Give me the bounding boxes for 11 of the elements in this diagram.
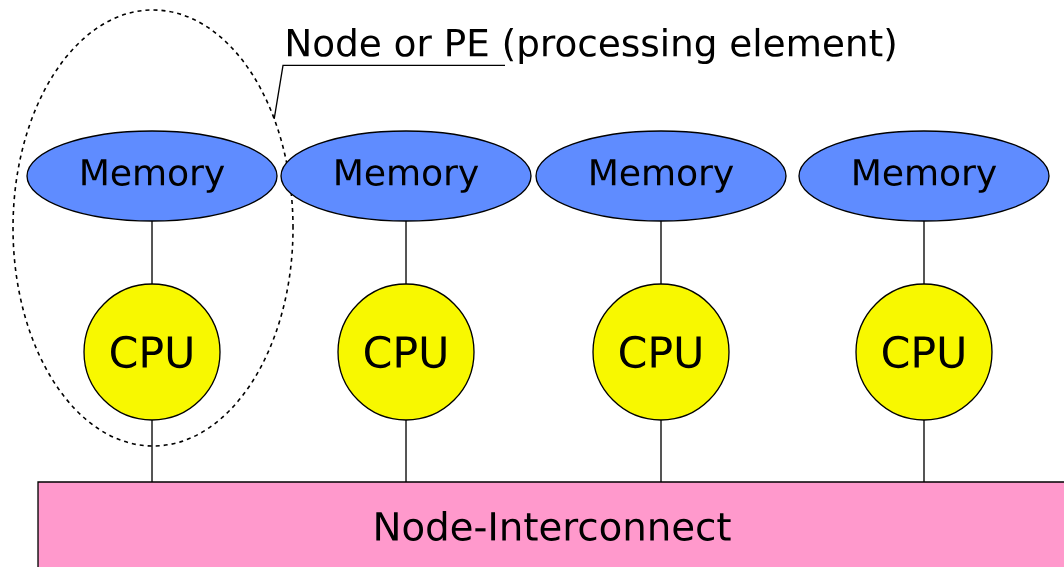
connector-line [660,220,662,285]
connector-line [923,220,925,285]
connector-line [405,419,407,483]
label-text: Node or PE (processing element) [288,27,895,65]
leader-line [273,64,506,120]
connector-line [923,419,925,483]
connector-line [151,419,153,483]
connector-line [151,220,153,285]
connector-line [405,220,407,285]
interconnect-bar: Node-Interconnect [37,481,1064,567]
connector-line [660,419,662,483]
